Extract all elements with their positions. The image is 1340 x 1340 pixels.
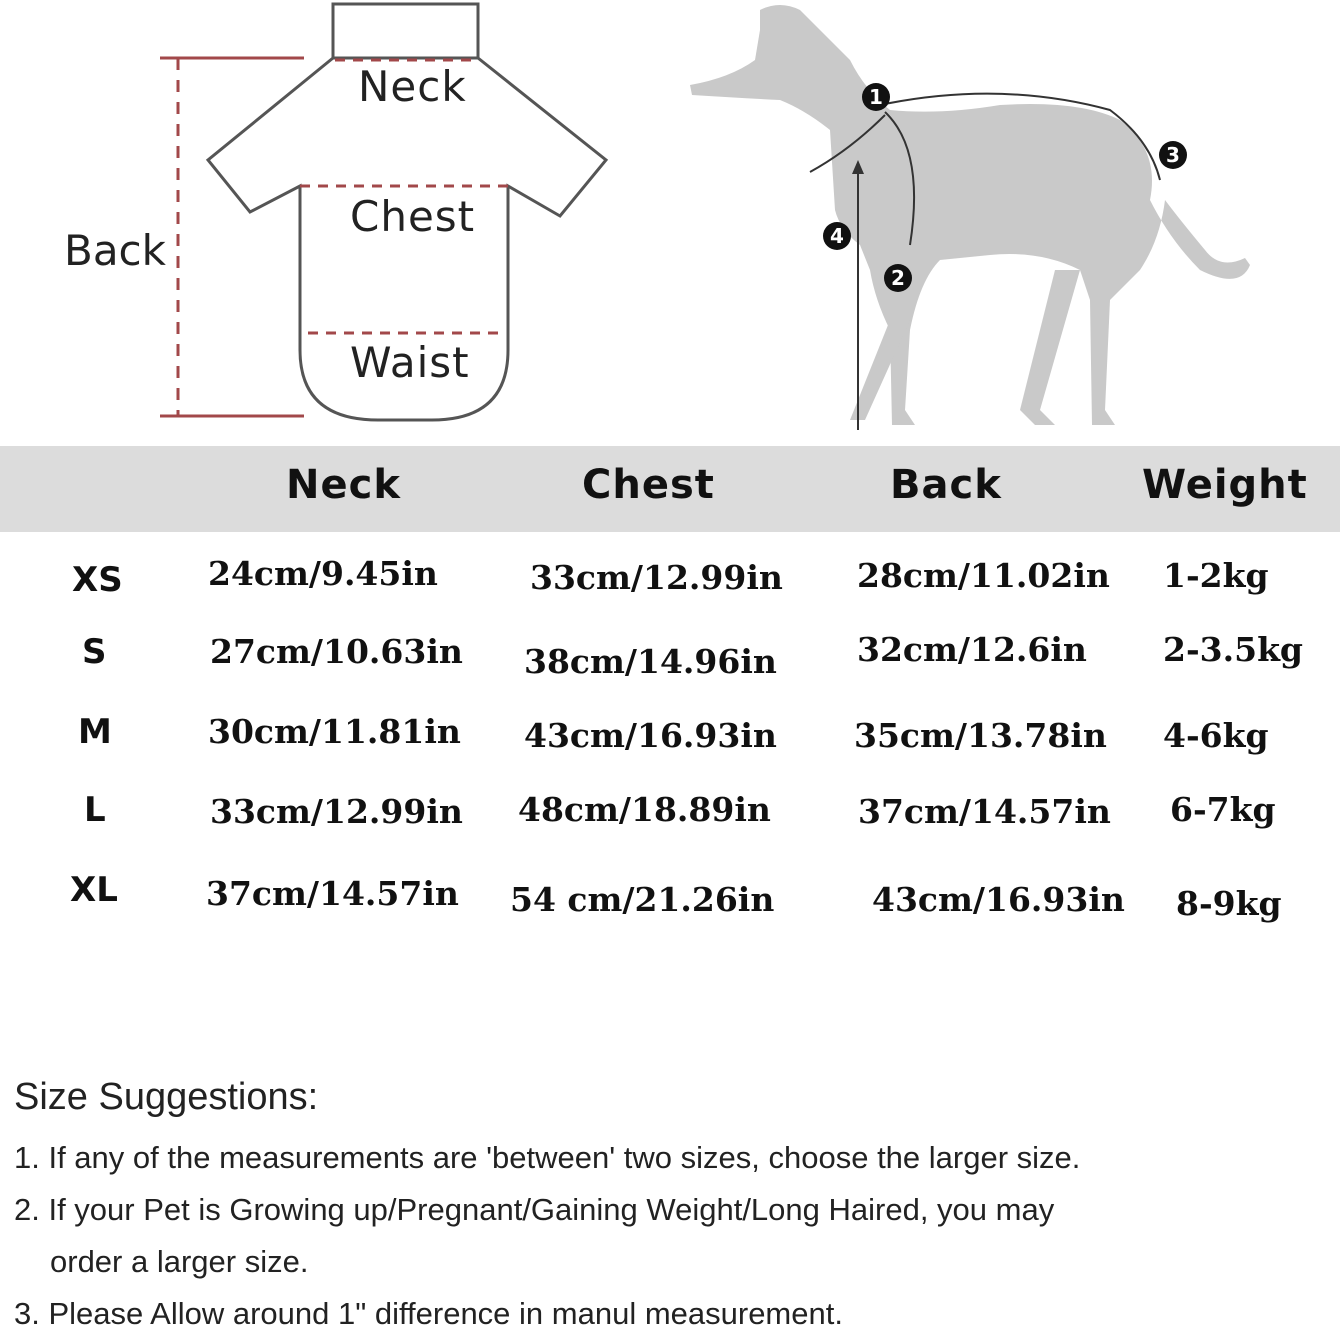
marker-3: 3 [1166, 143, 1180, 167]
header-back: Back [890, 462, 1002, 508]
header-chest: Chest [582, 462, 715, 508]
xs-chest: 33cm/12.99in [530, 558, 783, 597]
size-xl: XL [70, 870, 118, 910]
suggestion-1: 1. If any of the measurements are 'betwe… [14, 1140, 1081, 1175]
m-weight: 4-6kg [1163, 716, 1269, 755]
marker-1: 1 [869, 85, 883, 109]
size-xs: XS [72, 560, 123, 600]
s-weight: 2-3.5kg [1163, 630, 1304, 669]
l-weight: 6-7kg [1170, 790, 1276, 829]
suggestion-2-cont: order a larger size. [50, 1244, 309, 1279]
suggestion-3: 3. Please Allow around 1" difference in … [14, 1296, 843, 1331]
size-m: M [78, 712, 112, 752]
s-neck: 27cm/10.63in [210, 632, 463, 671]
m-neck: 30cm/11.81in [208, 712, 461, 751]
xs-back: 28cm/11.02in [857, 556, 1110, 595]
chest-label: Chest [350, 192, 476, 241]
waist-label: Waist [350, 338, 470, 387]
header-neck: Neck [286, 462, 401, 508]
dog-silhouette-diagram: 1 2 3 4 [690, 5, 1250, 430]
xl-back: 43cm/16.93in [872, 880, 1125, 919]
s-back: 32cm/12.6in [857, 630, 1087, 669]
table-header-band [0, 446, 1340, 532]
xl-weight: 8-9kg [1176, 884, 1282, 923]
l-back: 37cm/14.57in [858, 792, 1111, 831]
marker-4: 4 [830, 224, 844, 248]
xs-neck: 24cm/9.45in [208, 554, 438, 593]
s-chest: 38cm/14.96in [524, 642, 777, 681]
size-l: L [84, 790, 106, 830]
suggestion-2: 2. If your Pet is Growing up/Pregnant/Ga… [14, 1192, 1055, 1227]
header-weight: Weight [1142, 462, 1308, 508]
size-s: S [82, 632, 107, 672]
xl-chest: 54 cm/21.26in [510, 880, 775, 919]
back-label: Back [64, 226, 166, 275]
xl-neck: 37cm/14.57in [206, 874, 459, 913]
marker-2: 2 [891, 266, 905, 290]
l-chest: 48cm/18.89in [518, 790, 771, 829]
m-back: 35cm/13.78in [854, 716, 1107, 755]
l-neck: 33cm/12.99in [210, 792, 463, 831]
xs-weight: 1-2kg [1163, 556, 1269, 595]
m-chest: 43cm/16.93in [524, 716, 777, 755]
suggestions-title: Size Suggestions: [14, 1076, 319, 1118]
shirt-diagram [160, 2, 609, 422]
neck-label: Neck [358, 62, 467, 111]
